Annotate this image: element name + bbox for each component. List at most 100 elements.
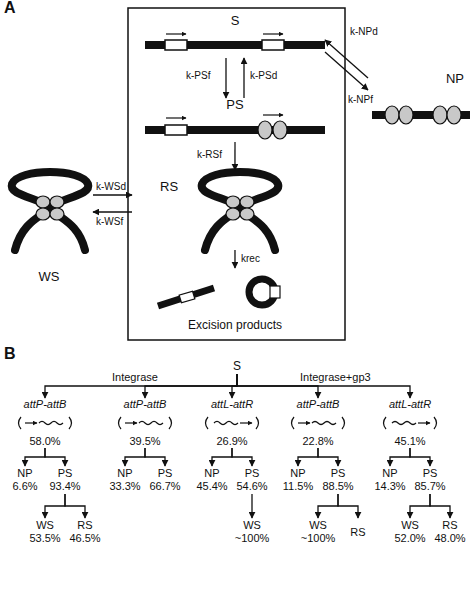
node-value: 58.0% [29, 435, 60, 448]
product-label: Excision products [150, 268, 320, 336]
node-value: 88.5% [322, 480, 353, 493]
tree-leaf: WS~100% [300, 518, 336, 546]
tree-branch [251, 494, 252, 518]
integrase-subunit [240, 208, 254, 220]
node-title: S [233, 360, 241, 373]
site-arrow [25, 422, 37, 423]
tree-branch [212, 448, 232, 466]
node-title: RS [350, 526, 365, 539]
bracket [19, 417, 72, 429]
linear-product [158, 288, 214, 306]
site-arrow [298, 422, 310, 423]
site-arrow [240, 422, 252, 423]
circular-product [249, 279, 275, 305]
dna-strand [145, 126, 325, 134]
node-title: PS [158, 467, 173, 480]
edge-group [25, 40, 450, 518]
node-value: 46.5% [69, 532, 100, 545]
state-label: WS [5, 160, 93, 285]
node-title: WS [401, 519, 419, 532]
tree-leaf: NP33.3% [107, 466, 143, 494]
tree-leaf: RS46.5% [67, 518, 103, 546]
scheme-frame [128, 8, 345, 340]
tree-branch [45, 448, 65, 466]
node-title: WS [309, 519, 327, 532]
node-title: attP-attB [297, 398, 340, 411]
node-title: NP [290, 467, 305, 480]
tree-branch [232, 374, 237, 398]
integrase-subunit [273, 121, 287, 139]
integrase-subunit [226, 196, 240, 208]
tree-branch [318, 448, 338, 466]
panel-letter: A [4, 2, 16, 14]
bracket [384, 417, 437, 429]
node-title: PS [423, 467, 438, 480]
site-arrow [125, 422, 137, 423]
integrase-subunit [36, 196, 50, 208]
node-title: Excision products [188, 319, 282, 332]
integrase-subunit [447, 106, 461, 124]
state-label: NP [368, 70, 470, 130]
integrase-subunit [50, 196, 64, 208]
rate-arrow [225, 58, 226, 98]
state-label: PS [145, 98, 325, 142]
att-site [270, 286, 280, 298]
tree-branch [410, 448, 430, 466]
node-value: 33.3% [109, 480, 140, 493]
site-orientation-arrow [263, 33, 283, 34]
substrate-node: attP-attB 39.5% [108, 398, 182, 448]
condition-label: Integrase [112, 371, 158, 383]
node-value: 22.8% [302, 435, 333, 448]
substrate-schematics [19, 417, 437, 429]
rate-arrow [243, 58, 244, 98]
tree-leaf: RS [340, 518, 376, 546]
node-value: 66.7% [149, 480, 180, 493]
tree-leaf: PS54.6% [234, 466, 270, 494]
rate-constant: krec [241, 253, 260, 265]
integrase-subunit [226, 208, 240, 220]
node-value: 11.5% [283, 480, 313, 493]
rate-constant: k-WSf [96, 216, 123, 228]
tree-branch [145, 448, 165, 466]
node-value: 6.6% [12, 480, 37, 493]
condition-label: Integrase+gp3 [300, 371, 371, 383]
node-title: PS [58, 467, 73, 480]
node-value: 54.6% [236, 480, 267, 493]
node-title: attP-attB [124, 398, 167, 411]
tree-leaf: WS53.5% [27, 518, 63, 546]
rate-constant: k-RSf [197, 149, 222, 161]
node-title: WS [243, 519, 261, 532]
tree-leaf: NP11.5% [280, 466, 316, 494]
tree-leaf: RS48.0% [432, 518, 468, 546]
tree-root: S [225, 358, 249, 374]
att-site [179, 291, 195, 303]
substrate-node: attL-attR45.1% [373, 398, 447, 448]
tree-leaf: PS66.7% [147, 466, 183, 494]
tree-leaf: WS~100% [234, 518, 270, 546]
state-label: RS [132, 170, 300, 250]
rate-arrow [93, 211, 132, 212]
integrase-subunit [50, 208, 64, 220]
tree-branch [125, 448, 145, 466]
node-title: NP [204, 467, 219, 480]
node-title: PS [245, 467, 260, 480]
panel-letter: B [4, 348, 16, 360]
substrate-node: attP-attB 22.8% [281, 398, 355, 448]
node-title: PS [226, 98, 243, 111]
node-title: NP [117, 467, 132, 480]
node-value: 14.3% [374, 480, 405, 493]
rate-arrow [325, 40, 368, 78]
node-title: RS [160, 180, 178, 193]
node-value: 39.5% [129, 435, 160, 448]
node-title: NP [382, 467, 397, 480]
rate-constant: k-NPd [350, 26, 378, 38]
site-orientation-arrow [166, 117, 186, 118]
node-value: 85.7% [414, 480, 445, 493]
node-value: 52.0% [394, 532, 425, 545]
rate-arrow [234, 142, 235, 170]
att-site [165, 125, 187, 135]
node-title: WS [36, 519, 54, 532]
integrase-subunit [258, 121, 272, 139]
node-title: NP [446, 72, 464, 85]
